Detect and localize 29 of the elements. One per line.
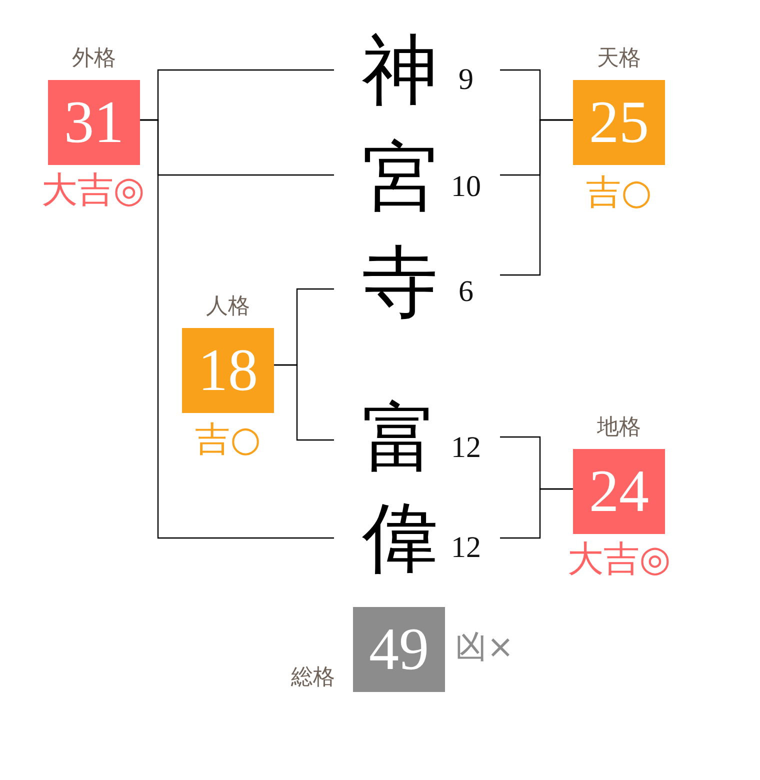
fortune-score: 24 [573,449,665,534]
fortune-verdict: 吉○ [195,420,261,460]
bracket-line [140,119,334,539]
fortune-score: 49 [353,607,445,692]
fortune-category-label: 天格 [597,45,641,73]
stroke-count: 12 [450,431,482,465]
bracket-line [274,364,334,441]
stroke-count: 6 [458,275,474,309]
stroke-count: 12 [450,531,482,565]
name-character: 神 [361,30,439,110]
name-character: 宮 [361,137,439,217]
name-character: 寺 [361,242,439,322]
bracket-line [500,488,573,539]
bracket-line [500,119,573,276]
fortune-score: 25 [573,80,665,165]
fortune-verdict: 吉○ [586,174,652,212]
fortune-verdict: 大吉◎ [567,540,671,580]
stroke-count: 10 [450,170,482,204]
fortune-category-label: 総格 [291,664,335,692]
stroke-count: 9 [458,63,474,97]
name-character: 富 [361,398,439,478]
fortune-verdict: 大吉◎ [41,171,145,211]
name-character: 偉 [361,498,439,578]
fortune-score: 18 [182,328,274,413]
fortune-category-label: 人格 [206,293,250,321]
fortune-verdict: 凶× [455,629,514,665]
fortune-score: 31 [48,80,140,165]
fortune-category-label: 外格 [72,45,116,73]
fortune-category-label: 地格 [597,414,641,442]
